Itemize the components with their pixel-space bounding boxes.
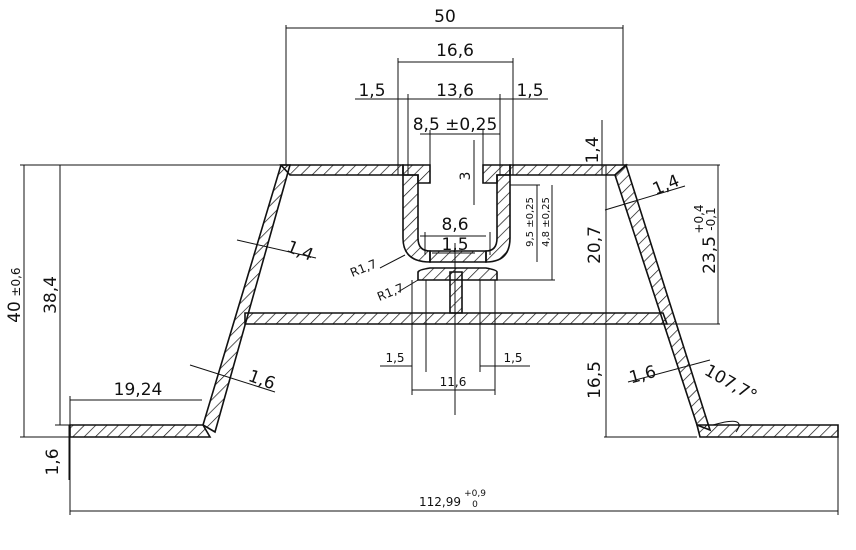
dim-lower-thickness-right: 1,6 [627,362,658,388]
dim-height-right-tol-upper: +0,4 [692,204,706,233]
right-base-flange [695,424,839,438]
dim-flange-left: 19,24 [114,380,163,400]
dim-stem-left: 1,5 [385,351,404,365]
dim-overall-width-main: 112,99 [419,495,461,509]
dim-stem-right: 1,5 [503,351,522,365]
dim-slot-width: 8,5 ±0,25 [413,115,498,135]
dim-height-right-main: 23,5 [700,236,720,274]
dim-radius-bottom: R1,7 [375,281,406,304]
left-slanted-wall [202,164,292,434]
dim-stem-span: 11,6 [440,375,467,389]
dim-height-right-tol-lower: -0,1 [704,207,718,230]
dim-height-right: 23,5 +0,4 -0,1 [692,204,720,274]
dim-base-thickness: 1,6 [43,448,63,475]
dim-depth-a: 9,5 ±0,25 [525,197,536,247]
dim-overall-width-tol-upper: +0,9 [464,489,486,499]
center-stem [449,271,463,314]
dim-radius-top: R1,7 [348,257,379,280]
dim-overall-width: 112,99 +0,9 0 [419,489,486,510]
middle-plate [244,312,669,325]
dim-upper-height: 20,7 [585,226,605,264]
channel-bottom [429,250,487,263]
dim-overall-width-tol-lower: 0 [472,500,478,510]
dim-top-width: 50 [434,7,456,27]
dim-channel-inner: 13,6 [436,81,474,101]
dim-lower-thickness-left: 1,6 [246,366,278,394]
channel-wall-left [402,174,431,263]
dim-slot-depth: 3 [458,172,474,181]
top-plate-left [279,164,404,176]
dim-bottom-slot: 8,6 [441,215,468,235]
dim-left-slant-thickness: 1,4 [284,237,317,266]
dim-total-height-main: 40 [5,301,25,323]
dim-wall-left: 1,5 [358,81,385,101]
left-base-flange [69,424,212,438]
dim-total-height-tol: ±0,6 [9,267,23,296]
dim-stem: 1,5 [441,235,468,255]
dim-right-thickness-top: 1,4 [650,171,683,200]
top-plate-right [509,164,629,176]
dim-angle: 107,7° [701,361,761,407]
dim-top-thickness: 1,4 [583,136,603,163]
dim-channel-outer: 16,6 [436,41,474,61]
dim-depth-b: 4,8 ±0,25 [541,197,552,247]
dim-inner-height: 38,4 [41,276,61,314]
dim-total-height: 40 ±0,6 [5,267,25,322]
dim-lower-height-right: 16,5 [585,361,605,399]
dimension-lines [20,25,839,515]
profile-outline [69,163,839,438]
dim-wall-right: 1,5 [516,81,543,101]
